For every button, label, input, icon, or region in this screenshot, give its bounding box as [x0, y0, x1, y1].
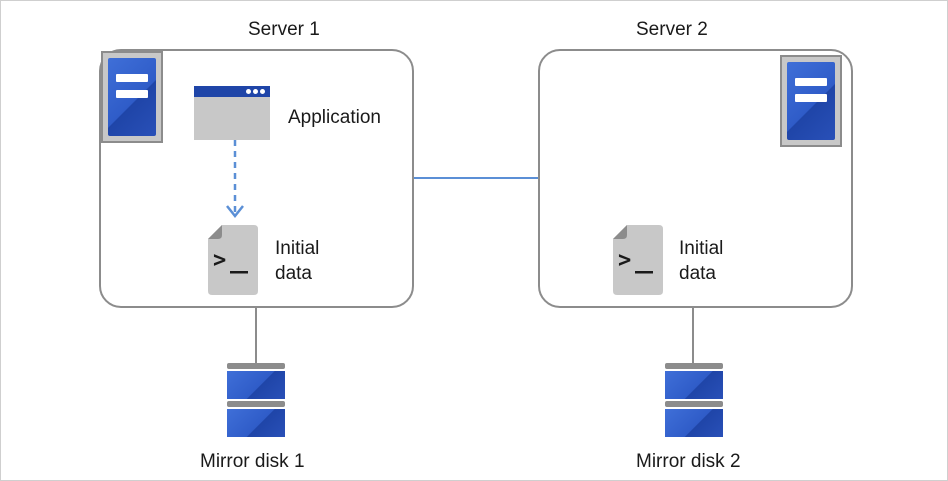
server2-file-label-line2: data	[679, 263, 716, 284]
server1-title: Server 1	[248, 19, 320, 40]
server2-disk-connector	[692, 306, 694, 364]
mirror-disk-1-label: Mirror disk 1	[200, 451, 305, 472]
application-label: Application	[288, 107, 381, 128]
server1-disk-connector	[255, 306, 257, 364]
server2-title: Server 2	[636, 19, 708, 40]
disk-icon	[665, 363, 723, 445]
server1-file-label-line1: Initial	[275, 238, 320, 259]
server-icon	[780, 55, 842, 147]
dashed-arrow	[226, 140, 244, 219]
terminal-document-icon: >	[208, 225, 258, 295]
server1-file-label-line2: data	[275, 263, 312, 284]
network-connection-line	[412, 177, 540, 179]
svg-text:>: >	[618, 248, 631, 273]
terminal-document-icon: >	[613, 225, 663, 295]
server2-file-label-line1: Initial	[679, 238, 724, 259]
disk-icon	[227, 363, 285, 445]
application-window-icon	[194, 86, 270, 140]
mirror-disk-2-label: Mirror disk 2	[636, 451, 741, 472]
svg-text:>: >	[213, 248, 226, 273]
server-icon	[101, 51, 163, 143]
